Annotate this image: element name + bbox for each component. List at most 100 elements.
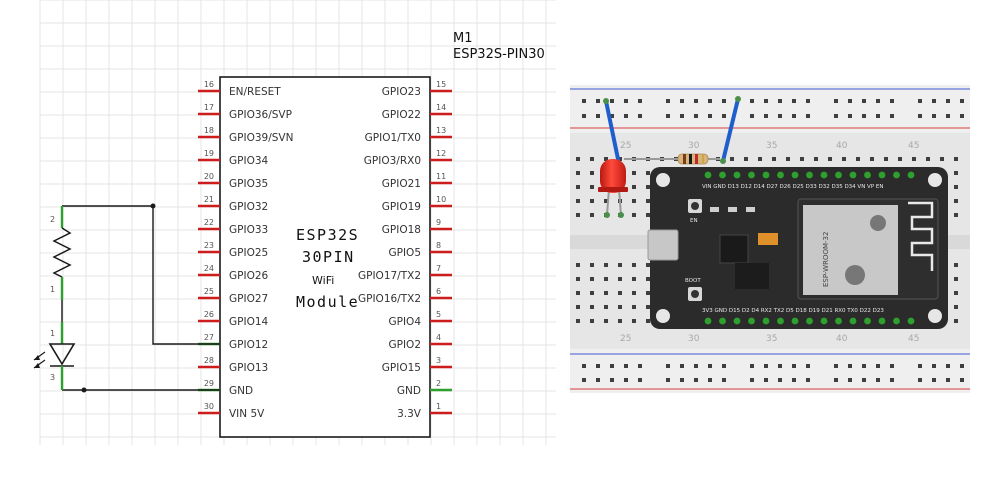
breadboard-hole[interactable] xyxy=(596,99,600,103)
breadboard-hole[interactable] xyxy=(632,199,636,203)
breadboard-hole[interactable] xyxy=(604,305,608,309)
breadboard-hole[interactable] xyxy=(632,213,636,217)
breadboard-hole[interactable] xyxy=(680,364,684,368)
breadboard-hole[interactable] xyxy=(646,291,650,295)
board-header-pin[interactable] xyxy=(748,171,755,179)
breadboard-hole[interactable] xyxy=(954,185,958,189)
board-header-pin[interactable] xyxy=(719,171,726,179)
breadboard-hole[interactable] xyxy=(862,99,866,103)
breadboard-hole[interactable] xyxy=(960,99,964,103)
breadboard-hole[interactable] xyxy=(576,277,580,281)
breadboard-hole[interactable] xyxy=(632,291,636,295)
breadboard-hole[interactable] xyxy=(918,114,922,118)
board-header-pin[interactable] xyxy=(733,171,741,179)
breadboard-hole[interactable] xyxy=(778,99,782,103)
breadboard-hole[interactable] xyxy=(618,305,622,309)
breadboard-hole[interactable] xyxy=(960,364,964,368)
breadboard-hole[interactable] xyxy=(764,364,768,368)
breadboard-hole[interactable] xyxy=(708,114,712,118)
breadboard-hole[interactable] xyxy=(576,319,580,323)
breadboard-hole[interactable] xyxy=(576,185,580,189)
breadboard-hole[interactable] xyxy=(632,319,636,323)
jumper-wire-gnd[interactable] xyxy=(721,97,740,163)
breadboard-hole[interactable] xyxy=(638,99,642,103)
breadboard-hole[interactable] xyxy=(632,185,636,189)
board-header-pin[interactable] xyxy=(864,171,871,179)
breadboard-hole[interactable] xyxy=(590,171,594,175)
board-header-pin[interactable] xyxy=(806,171,813,179)
breadboard-hole[interactable] xyxy=(932,99,936,103)
breadboard-hole[interactable] xyxy=(610,114,614,118)
breadboard-hole[interactable] xyxy=(624,114,628,118)
breadboard-hole[interactable] xyxy=(666,99,670,103)
breadboard-hole[interactable] xyxy=(730,157,734,161)
breadboard-hole[interactable] xyxy=(772,157,776,161)
board-header-pin[interactable] xyxy=(835,317,842,325)
breadboard-hole[interactable] xyxy=(604,199,608,203)
breadboard-hole[interactable] xyxy=(590,157,594,161)
breadboard-hole[interactable] xyxy=(646,171,650,175)
breadboard-hole[interactable] xyxy=(960,378,964,382)
esp32-module-body[interactable] xyxy=(219,76,431,438)
breadboard-hole[interactable] xyxy=(576,157,580,161)
breadboard-hole[interactable] xyxy=(646,263,650,267)
breadboard-hole[interactable] xyxy=(834,378,838,382)
breadboard-hole[interactable] xyxy=(940,157,944,161)
breadboard-hole[interactable] xyxy=(680,114,684,118)
breadboard-hole[interactable] xyxy=(764,378,768,382)
breadboard-hole[interactable] xyxy=(890,114,894,118)
breadboard-hole[interactable] xyxy=(884,157,888,161)
breadboard-hole[interactable] xyxy=(582,114,586,118)
breadboard-hole[interactable] xyxy=(862,114,866,118)
breadboard-hole[interactable] xyxy=(890,364,894,368)
breadboard-hole[interactable] xyxy=(764,114,768,118)
breadboard-hole[interactable] xyxy=(680,99,684,103)
breadboard-hole[interactable] xyxy=(876,99,880,103)
breadboard-hole[interactable] xyxy=(918,99,922,103)
breadboard-hole[interactable] xyxy=(834,364,838,368)
breadboard-resistor[interactable] xyxy=(624,153,720,165)
board-header-pin[interactable] xyxy=(907,171,915,179)
breadboard-hole[interactable] xyxy=(590,185,594,189)
board-header-pin[interactable] xyxy=(733,317,741,325)
board-header-pin[interactable] xyxy=(878,317,886,325)
board-header-pin[interactable] xyxy=(762,171,770,179)
breadboard-hole[interactable] xyxy=(604,319,608,323)
board-header-pin[interactable] xyxy=(704,317,712,325)
breadboard-hole[interactable] xyxy=(604,263,608,267)
breadboard-hole[interactable] xyxy=(806,364,810,368)
led-symbol[interactable]: 1 3 xyxy=(33,322,76,390)
breadboard-hole[interactable] xyxy=(750,364,754,368)
breadboard-hole[interactable] xyxy=(954,199,958,203)
board-header-pin[interactable] xyxy=(878,171,886,179)
breadboard-hole[interactable] xyxy=(610,364,614,368)
breadboard-hole[interactable] xyxy=(750,378,754,382)
breadboard-led[interactable] xyxy=(598,159,628,218)
breadboard-hole[interactable] xyxy=(576,305,580,309)
breadboard-hole[interactable] xyxy=(638,114,642,118)
breadboard-hole[interactable] xyxy=(694,99,698,103)
breadboard-hole[interactable] xyxy=(624,99,628,103)
breadboard-hole[interactable] xyxy=(834,114,838,118)
breadboard-hole[interactable] xyxy=(946,99,950,103)
breadboard-hole[interactable] xyxy=(576,213,580,217)
breadboard-hole[interactable] xyxy=(778,364,782,368)
breadboard-hole[interactable] xyxy=(946,114,950,118)
breadboard-hole[interactable] xyxy=(954,277,958,281)
breadboard-hole[interactable] xyxy=(694,378,698,382)
breadboard-hole[interactable] xyxy=(646,213,650,217)
breadboard-hole[interactable] xyxy=(898,157,902,161)
breadboard-hole[interactable] xyxy=(806,114,810,118)
breadboard-hole[interactable] xyxy=(792,114,796,118)
breadboard-hole[interactable] xyxy=(590,291,594,295)
board-header-pin[interactable] xyxy=(748,317,755,325)
breadboard-hole[interactable] xyxy=(876,364,880,368)
resistor-symbol[interactable]: 2 1 xyxy=(50,206,72,322)
board-header-pin[interactable] xyxy=(849,317,857,325)
breadboard-hole[interactable] xyxy=(618,319,622,323)
breadboard-hole[interactable] xyxy=(576,263,580,267)
breadboard-hole[interactable] xyxy=(590,305,594,309)
breadboard-hole[interactable] xyxy=(596,114,600,118)
jumper-wire-led[interactable] xyxy=(604,99,620,161)
board-header-pin[interactable] xyxy=(893,317,900,325)
